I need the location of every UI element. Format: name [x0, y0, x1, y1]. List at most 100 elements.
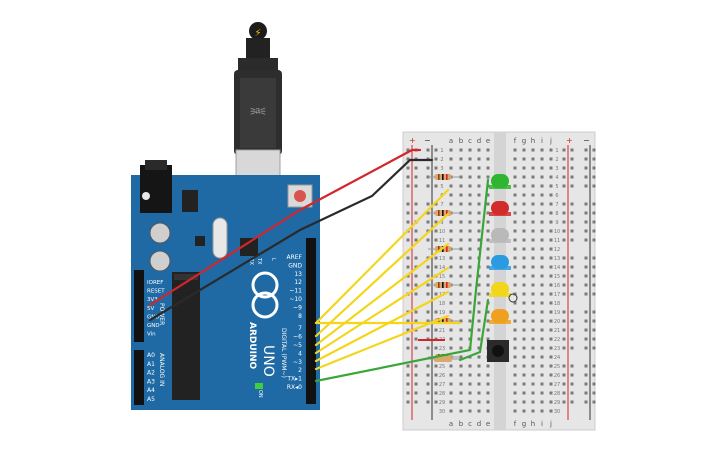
breadboard-hole[interactable] — [513, 166, 517, 170]
breadboard-hole[interactable] — [522, 166, 526, 170]
breadboard-hole[interactable] — [477, 346, 481, 350]
rail-hole[interactable] — [406, 346, 410, 350]
rail-hole[interactable] — [592, 148, 596, 152]
rail-hole[interactable] — [584, 364, 588, 368]
breadboard-hole[interactable] — [513, 211, 517, 215]
rail-hole[interactable] — [562, 391, 566, 395]
breadboard-hole[interactable] — [449, 373, 453, 377]
breadboard-hole[interactable] — [459, 373, 463, 377]
rail-hole[interactable] — [584, 166, 588, 170]
rail-hole[interactable] — [426, 202, 430, 206]
breadboard-hole[interactable] — [449, 229, 453, 233]
rail-hole[interactable] — [592, 373, 596, 377]
rail-hole[interactable] — [434, 382, 438, 386]
rail-hole[interactable] — [592, 364, 596, 368]
breadboard-hole[interactable] — [459, 256, 463, 260]
rail-hole[interactable] — [414, 211, 418, 215]
breadboard-hole[interactable] — [486, 175, 490, 179]
rail-hole[interactable] — [434, 220, 438, 224]
breadboard-hole[interactable] — [549, 184, 553, 188]
breadboard-hole[interactable] — [477, 148, 481, 152]
rail-hole[interactable] — [406, 202, 410, 206]
rail-hole[interactable] — [414, 346, 418, 350]
breadboard-hole[interactable] — [468, 274, 472, 278]
rail-hole[interactable] — [592, 220, 596, 224]
breadboard-hole[interactable] — [477, 238, 481, 242]
rail-hole[interactable] — [434, 184, 438, 188]
breadboard-hole[interactable] — [531, 193, 535, 197]
rail-hole[interactable] — [592, 238, 596, 242]
rail-hole[interactable] — [584, 211, 588, 215]
rail-hole[interactable] — [434, 148, 438, 152]
rail-hole[interactable] — [584, 157, 588, 161]
breadboard-hole[interactable] — [477, 292, 481, 296]
breadboard-hole[interactable] — [449, 382, 453, 386]
breadboard-hole[interactable] — [449, 256, 453, 260]
breadboard-hole[interactable] — [549, 409, 553, 413]
breadboard-hole[interactable] — [486, 247, 490, 251]
breadboard-hole[interactable] — [468, 148, 472, 152]
breadboard-hole[interactable] — [540, 400, 544, 404]
rail-hole[interactable] — [570, 382, 574, 386]
breadboard-hole[interactable] — [459, 337, 463, 341]
rail-hole[interactable] — [434, 157, 438, 161]
rail-hole[interactable] — [570, 283, 574, 287]
rail-hole[interactable] — [592, 211, 596, 215]
rail-hole[interactable] — [592, 256, 596, 260]
rail-hole[interactable] — [592, 157, 596, 161]
rail-hole[interactable] — [414, 283, 418, 287]
rail-hole[interactable] — [414, 184, 418, 188]
breadboard-hole[interactable] — [468, 409, 472, 413]
wire[interactable] — [314, 188, 450, 325]
breadboard-hole[interactable] — [531, 220, 535, 224]
breadboard-hole[interactable] — [531, 364, 535, 368]
rail-hole[interactable] — [584, 283, 588, 287]
breadboard-hole[interactable] — [486, 211, 490, 215]
breadboard-hole[interactable] — [477, 382, 481, 386]
breadboard-hole[interactable] — [549, 355, 553, 359]
rail-hole[interactable] — [414, 202, 418, 206]
breadboard-hole[interactable] — [540, 409, 544, 413]
rotate-handle-icon[interactable] — [508, 293, 518, 303]
breadboard-hole[interactable] — [449, 328, 453, 332]
rail-hole[interactable] — [570, 238, 574, 242]
breadboard-hole[interactable] — [513, 247, 517, 251]
rail-hole[interactable] — [584, 391, 588, 395]
breadboard-hole[interactable] — [486, 319, 490, 323]
breadboard-hole[interactable] — [468, 382, 472, 386]
rail-hole[interactable] — [562, 283, 566, 287]
rail-hole[interactable] — [406, 265, 410, 269]
breadboard-hole[interactable] — [549, 364, 553, 368]
breadboard-hole[interactable] — [477, 166, 481, 170]
breadboard-hole[interactable] — [459, 265, 463, 269]
breadboard-hole[interactable] — [477, 211, 481, 215]
breadboard-hole[interactable] — [449, 337, 453, 341]
led[interactable] — [489, 174, 511, 189]
breadboard-hole[interactable] — [459, 283, 463, 287]
breadboard-hole[interactable] — [522, 337, 526, 341]
breadboard-hole[interactable] — [549, 346, 553, 350]
rail-hole[interactable] — [426, 382, 430, 386]
breadboard-hole[interactable] — [540, 256, 544, 260]
breadboard-hole[interactable] — [468, 175, 472, 179]
rail-hole[interactable] — [426, 364, 430, 368]
breadboard-hole[interactable] — [468, 202, 472, 206]
rail-hole[interactable] — [426, 391, 430, 395]
breadboard-hole[interactable] — [513, 301, 517, 305]
breadboard-hole[interactable] — [513, 157, 517, 161]
breadboard-hole[interactable] — [486, 166, 490, 170]
breadboard-hole[interactable] — [468, 184, 472, 188]
breadboard-hole[interactable] — [531, 175, 535, 179]
rail-hole[interactable] — [562, 148, 566, 152]
breadboard-hole[interactable] — [486, 274, 490, 278]
rail-hole[interactable] — [434, 310, 438, 314]
rail-hole[interactable] — [592, 337, 596, 341]
breadboard-hole[interactable] — [531, 265, 535, 269]
rail-hole[interactable] — [570, 229, 574, 233]
breadboard-hole[interactable] — [468, 373, 472, 377]
breadboard-hole[interactable] — [540, 391, 544, 395]
breadboard-hole[interactable] — [477, 373, 481, 377]
rail-hole[interactable] — [562, 382, 566, 386]
rail-hole[interactable] — [592, 184, 596, 188]
rail-hole[interactable] — [584, 292, 588, 296]
